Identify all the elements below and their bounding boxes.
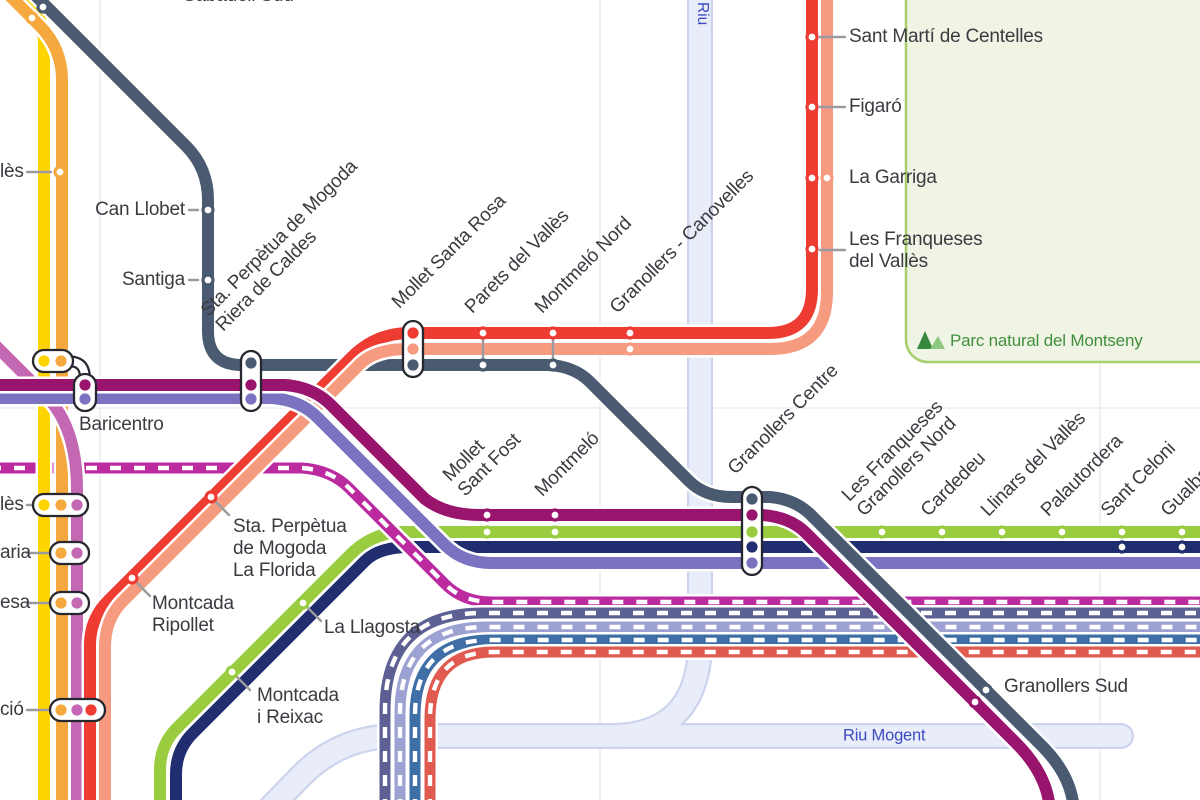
station-label-sant-marti-de-centelles: Sant Martí de Centelles: [849, 25, 1043, 47]
station-label-baricentro: Baricentro: [79, 413, 164, 435]
station-label-cio-fragment: ció: [0, 698, 24, 720]
line-slate-east: [756, 488, 1082, 800]
river-label-riu-mogent: Riu Mogent: [843, 726, 926, 745]
station-label-la-garriga: La Garriga: [849, 166, 937, 188]
line-red: [81, 0, 821, 800]
station-dots: [25, 0, 1189, 709]
station-label-can-llobet: Can Llobet: [95, 198, 185, 220]
line-navy: [167, 538, 1200, 800]
park-area: [904, 0, 1200, 364]
tree-icon: [917, 331, 933, 349]
line-dashed-magenta: [0, 460, 1200, 610]
station-label-valles-fragment-mid: lès: [0, 493, 24, 515]
station-label-la-llagosta: La Llagosta: [324, 616, 421, 638]
station-label-esa-fragment: esa: [0, 591, 31, 613]
station-ticks: [25, 35, 847, 712]
station-label-montcada-i-reixac: Montcada i Reixac: [257, 685, 339, 729]
station-label-sta-perpetua-la-florida: Sta. Perpètua de Mogoda La Florida: [233, 516, 347, 582]
line-dashed-steel-blue: [407, 632, 1200, 800]
interchange-dots: [38, 327, 758, 716]
line-slate-west: [27, 0, 756, 506]
line-dashed-slate-purple: [377, 605, 1200, 800]
line-violet: [0, 389, 1200, 572]
station-label-montcada-ripollet: Montcada Ripollet: [152, 593, 234, 637]
line-salmon: [96, 0, 836, 800]
line-orange: [1, 0, 71, 800]
station-label-aria-fragment: aria: [0, 541, 31, 563]
line-dashed-coral: [422, 644, 1200, 800]
river-label-riu-vertical: Riu: [694, 2, 711, 26]
station-label-les-franqueses-del-valles: Les Franqueses del Vallès: [849, 228, 983, 272]
park-label: Parc natural del Montseny: [950, 331, 1143, 351]
line-dashed-periwinkle: [392, 619, 1200, 800]
tree-icon: [930, 336, 945, 349]
station-label-granollers-sud: Granollers Sud: [1004, 675, 1128, 697]
station-label-valles-fragment-top: lès: [0, 160, 24, 182]
station-label-figaro: Figaró: [849, 95, 902, 117]
station-label-sabadell-sud: Sabadell Sud: [183, 0, 294, 7]
station-label-santiga: Santiga: [121, 268, 185, 290]
